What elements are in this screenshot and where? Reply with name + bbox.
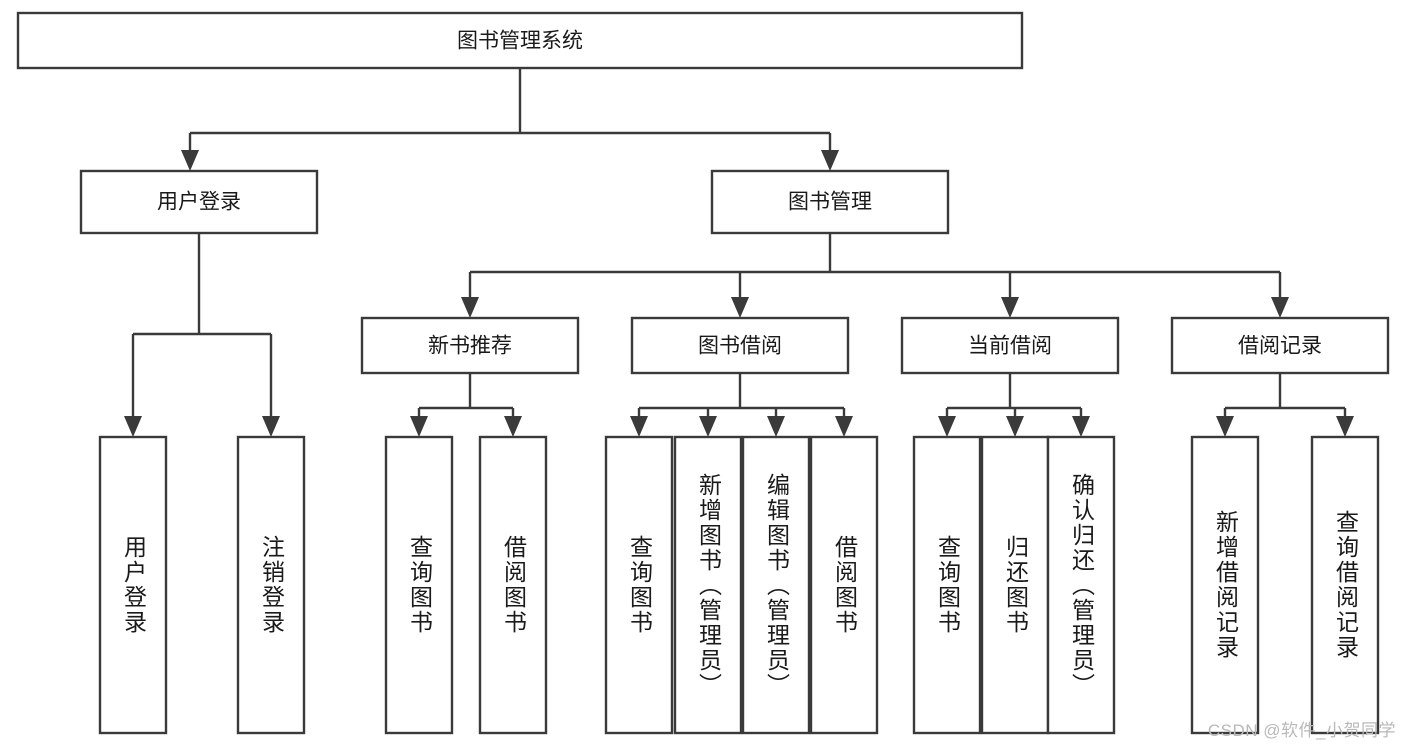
connector-new-book-recommend-to-leaves	[410, 373, 522, 437]
node-leaf-borrow-book-2[interactable]	[809, 435, 879, 735]
node-leaf-user-logout[interactable]	[236, 435, 306, 735]
node-leaf-confirm-return[interactable]	[1046, 435, 1116, 735]
connector-borrow-record-to-leaves	[1216, 373, 1354, 437]
connector-book-management-to-level3	[461, 233, 1289, 318]
node-root[interactable]: 图书管理系统	[16, 11, 1024, 70]
node-new-book-recommend[interactable]: 新书推荐	[360, 316, 580, 375]
node-leaf-add-book[interactable]	[673, 435, 743, 735]
connector-root-to-level2	[181, 68, 839, 171]
node-new-book-recommend-label: 新书推荐	[428, 335, 512, 358]
node-leaf-query-book-2[interactable]	[604, 435, 674, 735]
node-borrow-record[interactable]: 借阅记录	[1170, 316, 1390, 375]
node-book-management[interactable]: 图书管理	[710, 169, 950, 235]
node-root-label: 图书管理系统	[457, 30, 583, 53]
node-user-login[interactable]: 用户登录	[79, 169, 319, 235]
connector-current-borrow-to-leaves	[938, 373, 1090, 437]
connector-book-borrow-to-leaves	[630, 373, 853, 437]
node-leaf-query-book-1[interactable]	[384, 435, 454, 735]
node-leaf-edit-book[interactable]	[741, 435, 811, 735]
node-leaf-add-record[interactable]	[1190, 435, 1260, 735]
node-leaf-borrow-book-1[interactable]	[478, 435, 548, 735]
node-leaf-query-record[interactable]	[1310, 435, 1380, 735]
node-user-login-label: 用户登录	[157, 191, 241, 214]
node-borrow-record-label: 借阅记录	[1238, 335, 1322, 358]
node-book-borrow[interactable]: 图书借阅	[630, 316, 850, 375]
connector-user-login-to-leaves	[124, 233, 280, 437]
node-leaf-return-book[interactable]	[980, 435, 1050, 735]
node-book-borrow-label: 图书借阅	[698, 335, 782, 358]
node-book-management-label: 图书管理	[788, 191, 872, 214]
csdn-watermark: CSDN @软件_小贺同学	[1207, 721, 1396, 740]
node-current-borrow-label: 当前借阅	[968, 335, 1052, 358]
node-current-borrow[interactable]: 当前借阅	[900, 316, 1120, 375]
node-leaf-query-book-3[interactable]	[912, 435, 982, 735]
node-leaf-user-login[interactable]	[98, 435, 168, 735]
